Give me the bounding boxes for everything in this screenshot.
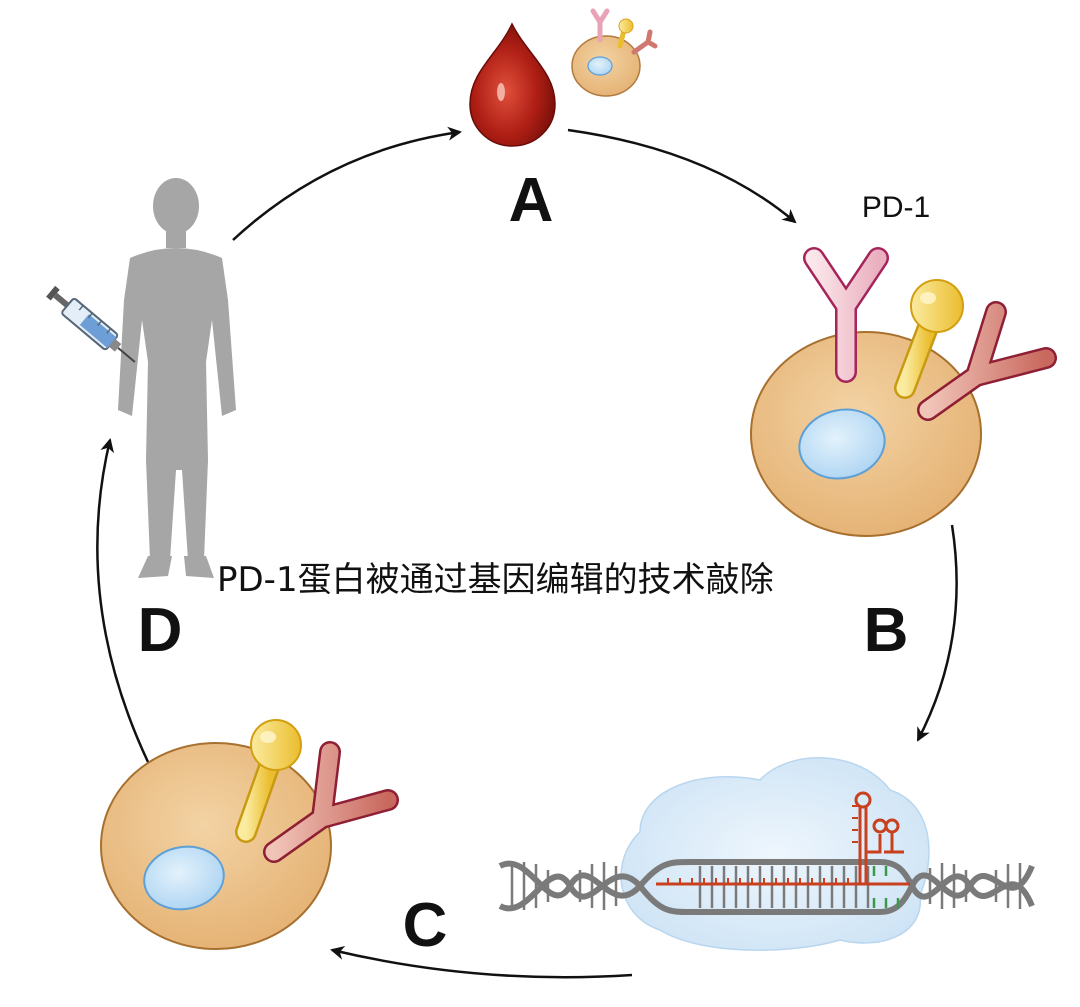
editing-cloud <box>620 757 930 951</box>
t-cell-pd1-knocked-out <box>100 719 399 950</box>
guide-rna-icon <box>656 791 910 886</box>
blood-drop-icon <box>469 22 556 147</box>
arrow-b-to-c <box>916 524 958 742</box>
yellow-receptor-icon <box>894 279 964 399</box>
pd1-label: PD-1 <box>862 191 930 224</box>
red-receptor-icon <box>917 301 1057 421</box>
step-label-b: B <box>864 596 909 665</box>
syringe-icon <box>46 285 136 363</box>
pd1-receptor-icon <box>803 247 889 383</box>
arrow-a-to-b <box>567 128 797 224</box>
t-cell-with-pd1 <box>750 247 1057 537</box>
nucleus-icon <box>798 408 886 480</box>
pam-site-mark <box>872 866 900 908</box>
step-label-d: D <box>138 596 183 665</box>
t-cell-icon <box>571 8 658 97</box>
human-silhouette-icon <box>118 178 236 578</box>
nucleus-icon <box>143 845 225 911</box>
cycle-arrows <box>96 126 958 979</box>
red-receptor-icon <box>263 741 399 863</box>
arrow-d-to-a <box>232 126 462 241</box>
knockout-caption: PD-1蛋白被通过基因编辑的技术敲除 <box>217 560 774 600</box>
gene-editing-complex <box>498 757 1035 951</box>
arrow-c-to-cell <box>330 945 633 979</box>
arrow-cell-to-d <box>96 438 150 763</box>
step-label-c: C <box>403 891 448 960</box>
dna-helix-icon <box>498 859 1035 915</box>
yellow-receptor-icon <box>235 719 302 843</box>
step-label-a: A <box>509 166 554 235</box>
